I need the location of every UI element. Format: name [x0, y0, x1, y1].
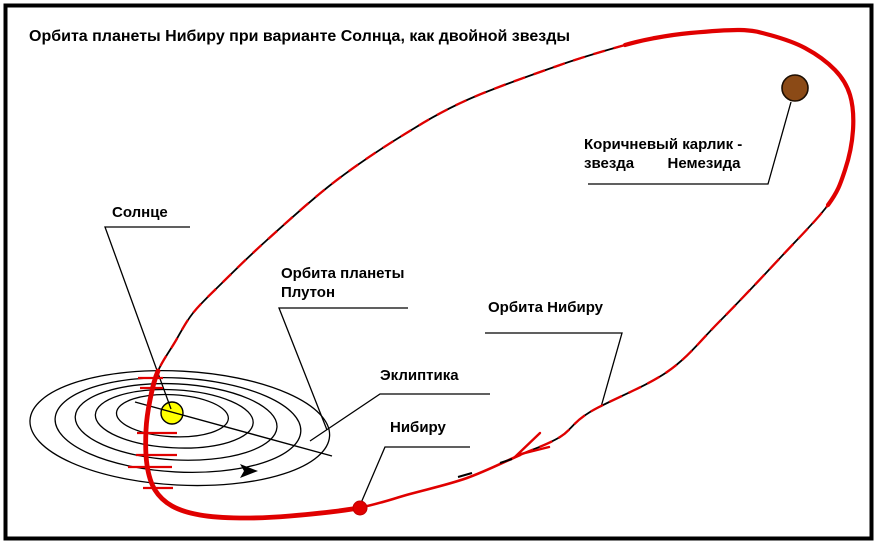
brown-dwarf-label: Коричневый карлик - звезда Немезида	[584, 136, 743, 172]
nibiru-orbit-bottom-solid	[356, 453, 522, 510]
planet-orbit-ellipse-1	[29, 369, 331, 487]
nibiru-orbit-label: Орбита Нибиру	[488, 299, 604, 316]
planetary-orbits	[29, 369, 331, 487]
nibiru-orbit-upper-left-dashed-red	[156, 43, 626, 372]
planet-orbit-ellipse-5	[115, 393, 230, 438]
pluto-orbit-label: Орбита планеты Плутон	[281, 265, 405, 301]
nibiru-orbit-upper-left-dashed	[157, 44, 626, 372]
ecliptic-callout-line	[309, 393, 490, 442]
diagram-title: Орбита планеты Нибиру при варианте Солнц…	[29, 28, 571, 45]
nibiru-label: Нибиру	[390, 419, 446, 436]
planet-orbit-direction-arrow-icon	[240, 464, 258, 478]
planet-orbit-ellipse-2	[54, 376, 302, 474]
nibiru-orbit-lower-right-dashed-red	[519, 204, 829, 457]
sun-circle	[160, 401, 184, 425]
nibiru-planet-dot	[352, 500, 368, 516]
orbit-black-dash-2	[499, 458, 513, 464]
nibiru-orbit-callout-line	[485, 332, 623, 408]
sun-label: Солнце	[112, 204, 168, 221]
planet-orbit-ellipse-4	[94, 388, 254, 449]
nibiru-callout-line	[360, 446, 470, 504]
nibiru-orbit-aphelion-solid	[622, 27, 856, 208]
orbit-black-dash-1	[457, 472, 473, 478]
ecliptic-line	[134, 401, 333, 457]
ecliptic-label: Эклиптика	[380, 367, 459, 384]
pluto-orbit-callout-line	[278, 307, 408, 431]
nibiru-orbit-perihelion-solid	[143, 368, 361, 521]
sun-callout-line	[104, 226, 190, 410]
nibiru-orbit-lower-right-dashed	[519, 204, 829, 456]
nibiru-orbit-direction-arrow-icon	[512, 431, 551, 458]
diagram-border	[3, 3, 874, 541]
planet-orbit-ellipse-3	[74, 382, 278, 461]
brown-dwarf-circle	[781, 74, 809, 102]
brown-dwarf-callout-line	[588, 101, 792, 185]
